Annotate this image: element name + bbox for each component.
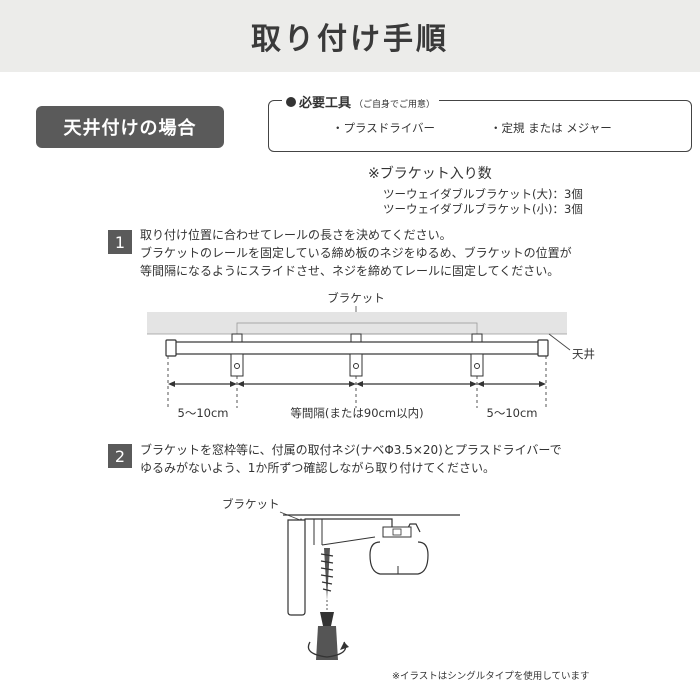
bracket-count-large: ツーウェイダブルブラケット(大)：3個 bbox=[383, 187, 583, 201]
screw-thread bbox=[320, 553, 334, 592]
ceiling-mount-badge: 天井付けの場合 bbox=[36, 106, 224, 148]
runner-hole bbox=[234, 363, 240, 369]
bracket-top bbox=[231, 333, 243, 343]
tool-item-screwdriver: ・プラスドライバー bbox=[332, 121, 436, 135]
step-1-line: 等間隔になるようにスライドさせ、ネジを締めてレールに固定してください。 bbox=[140, 264, 560, 278]
step-2-line: ブラケットを窓枠等に、付属の取付ネジ(ナベΦ3.5×20)とプラスドライバーで bbox=[140, 443, 562, 457]
rail-end-cap-left bbox=[165, 339, 177, 357]
bracket-leader-line bbox=[279, 511, 301, 521]
bracket-count-heading: ※ブラケット入り数 bbox=[368, 166, 492, 182]
bracket-lower-arm bbox=[321, 536, 376, 546]
bracket-spacing: 等間隔(または90cm以内) bbox=[290, 406, 423, 420]
dimension-guides bbox=[167, 356, 547, 408]
bracket-label-2: ブラケット bbox=[222, 497, 280, 511]
rail-spacing-diagram: ブラケット 天井 5～10cm 等間隔(または90cm以内) 5～10cm bbox=[147, 291, 595, 420]
curtain-rail bbox=[169, 341, 545, 355]
step-1-line: ブラケットのレールを固定している締め板のネジをゆるめ、ブラケットの位置が bbox=[140, 246, 572, 260]
required-tools-label: 必要工具 bbox=[299, 96, 352, 111]
bracket-runner bbox=[470, 353, 484, 377]
bracket-top bbox=[471, 333, 483, 343]
screwdriver-tip-icon bbox=[320, 612, 334, 626]
required-tools-title: 必要工具 （ご自身でご用意） bbox=[282, 92, 440, 111]
bullet-icon bbox=[286, 97, 296, 107]
rail-clip-slot bbox=[392, 528, 402, 536]
screw-icon bbox=[324, 548, 330, 600]
curtain-rail-profile bbox=[369, 541, 429, 575]
page-title: 取り付け手順 bbox=[251, 22, 449, 57]
page-header: 取り付け手順 bbox=[0, 0, 700, 72]
bracket-install-diagram: ブラケット bbox=[222, 497, 460, 660]
ceiling-label: 天井 bbox=[572, 347, 595, 361]
bracket-top bbox=[350, 333, 362, 343]
runner-hole bbox=[353, 363, 359, 369]
bracket-neck bbox=[313, 519, 323, 545]
tool-item-ruler: ・定規 または メジャー bbox=[490, 121, 612, 135]
ceiling-leader-line bbox=[548, 333, 571, 351]
bracket-body bbox=[287, 519, 306, 616]
rail-end-cap-right bbox=[537, 339, 549, 357]
step-1-line: 取り付け位置に合わせてレールの長さを決めてください。 bbox=[140, 228, 452, 242]
arrow-heads bbox=[168, 381, 546, 387]
bracket-label: ブラケット bbox=[327, 291, 385, 305]
step-2-line: ゆるみがないよう、1か所ずつ確認しながら取り付けてください。 bbox=[140, 461, 496, 475]
bracket-runner bbox=[230, 353, 244, 377]
right-end-distance: 5～10cm bbox=[487, 406, 538, 420]
bracket-count-small: ツーウェイダブルブラケット(小)：3個 bbox=[383, 202, 583, 216]
required-tools-subtitle: （ご自身でご用意） bbox=[354, 100, 436, 110]
runner-hole bbox=[474, 363, 480, 369]
screwdriver-handle-icon bbox=[316, 626, 338, 660]
step-number-1: 1 bbox=[108, 230, 132, 254]
rotation-arrow-head bbox=[340, 642, 349, 650]
illustration-footnote: ※イラストはシングルタイプを使用しています bbox=[392, 671, 590, 682]
required-tools-box bbox=[268, 100, 692, 152]
bracket-runner bbox=[349, 353, 363, 377]
step-2-text: ブラケットを窓枠等に、付属の取付ネジ(ナベΦ3.5×20)とプラスドライバーで … bbox=[140, 441, 562, 477]
step-number-2: 2 bbox=[108, 444, 132, 468]
left-end-distance: 5～10cm bbox=[178, 406, 229, 420]
step-1-text: 取り付け位置に合わせてレールの長さを決めてください。 ブラケットのレールを固定し… bbox=[140, 226, 572, 280]
